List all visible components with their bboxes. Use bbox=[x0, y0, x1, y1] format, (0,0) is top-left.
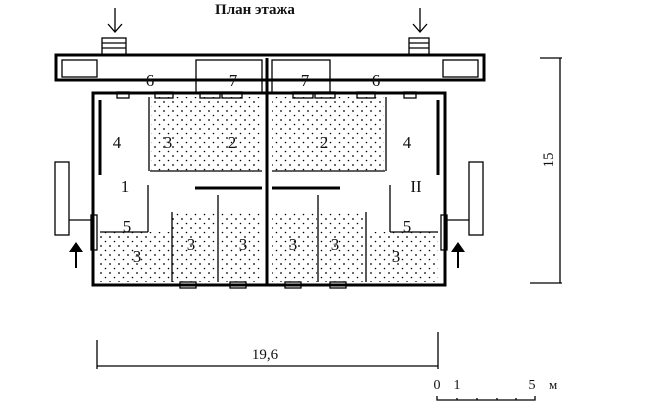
windows bbox=[90, 91, 448, 289]
room-label: 2 bbox=[320, 133, 329, 152]
depth-label: 15 bbox=[541, 153, 557, 168]
room-label: 7 bbox=[301, 71, 310, 90]
room-label: 1 bbox=[121, 177, 130, 196]
room-label: 6 bbox=[372, 71, 381, 90]
scale-unit: м bbox=[549, 377, 557, 392]
room-label: 3 bbox=[187, 235, 196, 254]
room-label: 3 bbox=[289, 235, 298, 254]
room-label: 2 bbox=[228, 133, 237, 152]
room-label: 3 bbox=[164, 133, 173, 152]
room-label: 6 bbox=[146, 71, 155, 90]
room-label: 4 bbox=[113, 133, 122, 152]
room-label: 3 bbox=[239, 235, 248, 254]
scale-five: 5 bbox=[529, 378, 536, 393]
width-dimension: 19,6 bbox=[96, 332, 439, 369]
room-label: 5 bbox=[403, 217, 412, 236]
porch-stairs bbox=[101, 37, 430, 56]
room-labels: 6 7 7 6 4 3 2 2 4 1 II 5 5 3 3 3 3 3 3 bbox=[113, 71, 422, 266]
room-label: II bbox=[410, 177, 422, 196]
room-label: 7 bbox=[229, 71, 238, 90]
walls bbox=[54, 53, 486, 287]
scale-one: 1 bbox=[454, 378, 461, 393]
room-label: 3 bbox=[133, 247, 142, 266]
room-label: 3 bbox=[392, 247, 401, 266]
depth-dimension: 15 bbox=[530, 57, 562, 284]
scale-bar: 0 1 5 м bbox=[434, 377, 557, 401]
entry-arrow-icon bbox=[107, 8, 428, 33]
width-label: 19,6 bbox=[252, 347, 279, 363]
room-label: 3 bbox=[331, 235, 340, 254]
entry-arrow-icon bbox=[69, 242, 465, 268]
room-label: 5 bbox=[123, 217, 132, 236]
room-label: 4 bbox=[403, 133, 412, 152]
stippled-rooms bbox=[100, 97, 438, 282]
plan-title: План этажа bbox=[215, 2, 295, 18]
scale-zero: 0 bbox=[434, 378, 441, 393]
